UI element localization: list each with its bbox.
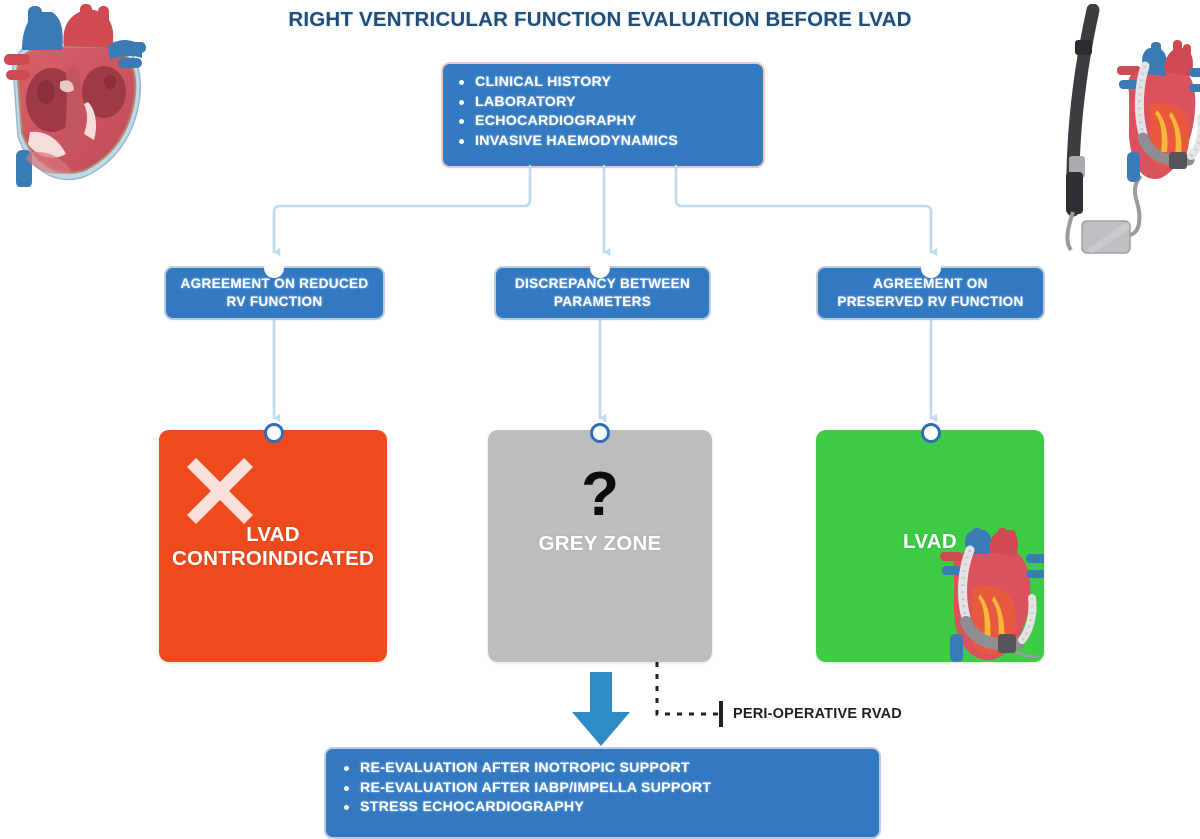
question-mark-icon: ? — [581, 460, 619, 529]
node-contraindicated — [264, 423, 284, 443]
assessment-item-laboratory: LABORATORY — [453, 93, 753, 113]
reevaluation-item-iabp-impella: RE-EVALUATION AFTER IABP/IMPELLA SUPPORT — [338, 779, 869, 799]
cross-icon — [181, 452, 259, 530]
contraindicated-line1: LVAD — [246, 523, 300, 546]
anatomical-heart-illustration — [0, 2, 150, 188]
reevaluation-item-inotropic: RE-EVALUATION AFTER INOTROPIC SUPPORT — [338, 759, 869, 779]
page-title: RIGHT VENTRICULAR FUNCTION EVALUATION BE… — [288, 8, 912, 31]
stage-discrepancy-label: DISCREPANCY BETWEEN PARAMETERS — [515, 275, 690, 311]
reevaluation-options-box[interactable]: RE-EVALUATION AFTER INOTROPIC SUPPORT RE… — [326, 749, 879, 837]
reevaluation-arrow-icon — [567, 672, 635, 748]
stage-nub-preserved — [921, 258, 941, 278]
assessment-item-echocardiography: ECHOCARDIOGRAPHY — [453, 112, 753, 132]
stage-agreement-reduced-rv-function[interactable]: AGREEMENT ON REDUCED RV FUNCTION — [166, 268, 383, 318]
outcome-label-grey-zone: GREY ZONE — [538, 532, 662, 555]
assessment-inputs-box[interactable]: CLINICAL HISTORY LABORATORY ECHOCARDIOGR… — [443, 64, 763, 166]
stage-reduced-line2: RV FUNCTION — [226, 294, 323, 309]
node-lvad — [921, 423, 941, 443]
reevaluation-item-stress-echo: STRESS ECHOCARDIOGRAPHY — [338, 798, 869, 818]
outcome-card-grey-zone[interactable]: ? GREY ZONE — [488, 430, 712, 662]
outcome-card-lvad-contraindicated[interactable]: LVAD CONTROINDICATED — [159, 430, 387, 662]
outcome-label-lvad: LVAD — [903, 530, 957, 553]
stage-preserved-label: AGREEMENT ON PRESERVED RV FUNCTION — [837, 275, 1023, 311]
stage-preserved-line1: AGREEMENT ON — [873, 276, 988, 291]
node-grey-zone — [590, 423, 610, 443]
outcome-card-lvad[interactable]: LVAD — [816, 430, 1044, 662]
assessment-item-invasive-haemodynamics: INVASIVE HAEMODYNAMICS — [453, 132, 753, 152]
reevaluation-options-list: RE-EVALUATION AFTER INOTROPIC SUPPORT RE… — [338, 759, 869, 818]
stage-nub-discrepancy — [590, 258, 610, 278]
stage-nub-reduced — [264, 258, 284, 278]
peri-operative-rvad-label: PERI-OPERATIVE RVAD — [733, 706, 902, 722]
assessment-item-clinical-history: CLINICAL HISTORY — [453, 73, 753, 93]
stage-discrepancy-line1: DISCREPANCY BETWEEN — [514, 276, 691, 291]
assessment-inputs-list: CLINICAL HISTORY LABORATORY ECHOCARDIOGR… — [453, 73, 753, 151]
lvad-device-illustration — [1045, 3, 1200, 284]
stage-preserved-line2: PRESERVED RV FUNCTION — [837, 294, 1024, 309]
heart-with-lvad-illustration — [938, 528, 1044, 662]
stage-reduced-line1: AGREEMENT ON REDUCED — [180, 276, 369, 291]
outcome-label-contraindicated: LVAD CONTROINDICATED — [159, 523, 387, 571]
contraindicated-line2: CONTROINDICATED — [172, 546, 374, 570]
stage-reduced-label: AGREEMENT ON REDUCED RV FUNCTION — [180, 275, 368, 311]
stage-discrepancy-line2: PARAMETERS — [553, 294, 652, 309]
